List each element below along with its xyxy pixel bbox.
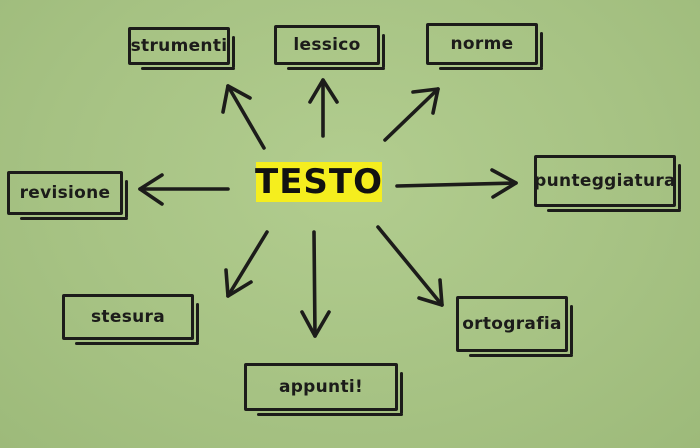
node-strumenti: strumenti xyxy=(128,27,235,70)
node-norme: norme xyxy=(426,23,543,70)
node-punteggiatura: punteggiatura xyxy=(534,155,681,212)
node-lessico: lessico xyxy=(274,25,385,70)
arrow-to-punteggiatura xyxy=(395,168,518,199)
arrow-to-norme xyxy=(383,87,440,142)
node-revisione: revisione xyxy=(7,171,128,220)
arrow-to-lessico xyxy=(308,78,339,138)
arrow-to-appunti xyxy=(300,230,331,338)
arrow-to-stesura xyxy=(224,230,269,298)
node-stesura: stesura xyxy=(62,294,199,345)
arrow-to-strumenti xyxy=(221,84,266,150)
node-appunti: appunti! xyxy=(244,363,403,416)
arrow-to-ortografia xyxy=(376,225,444,307)
node-ortografia: ortografia xyxy=(456,296,573,357)
arrow-to-revisione xyxy=(138,173,230,206)
central-topic-testo: TESTO xyxy=(255,162,384,202)
